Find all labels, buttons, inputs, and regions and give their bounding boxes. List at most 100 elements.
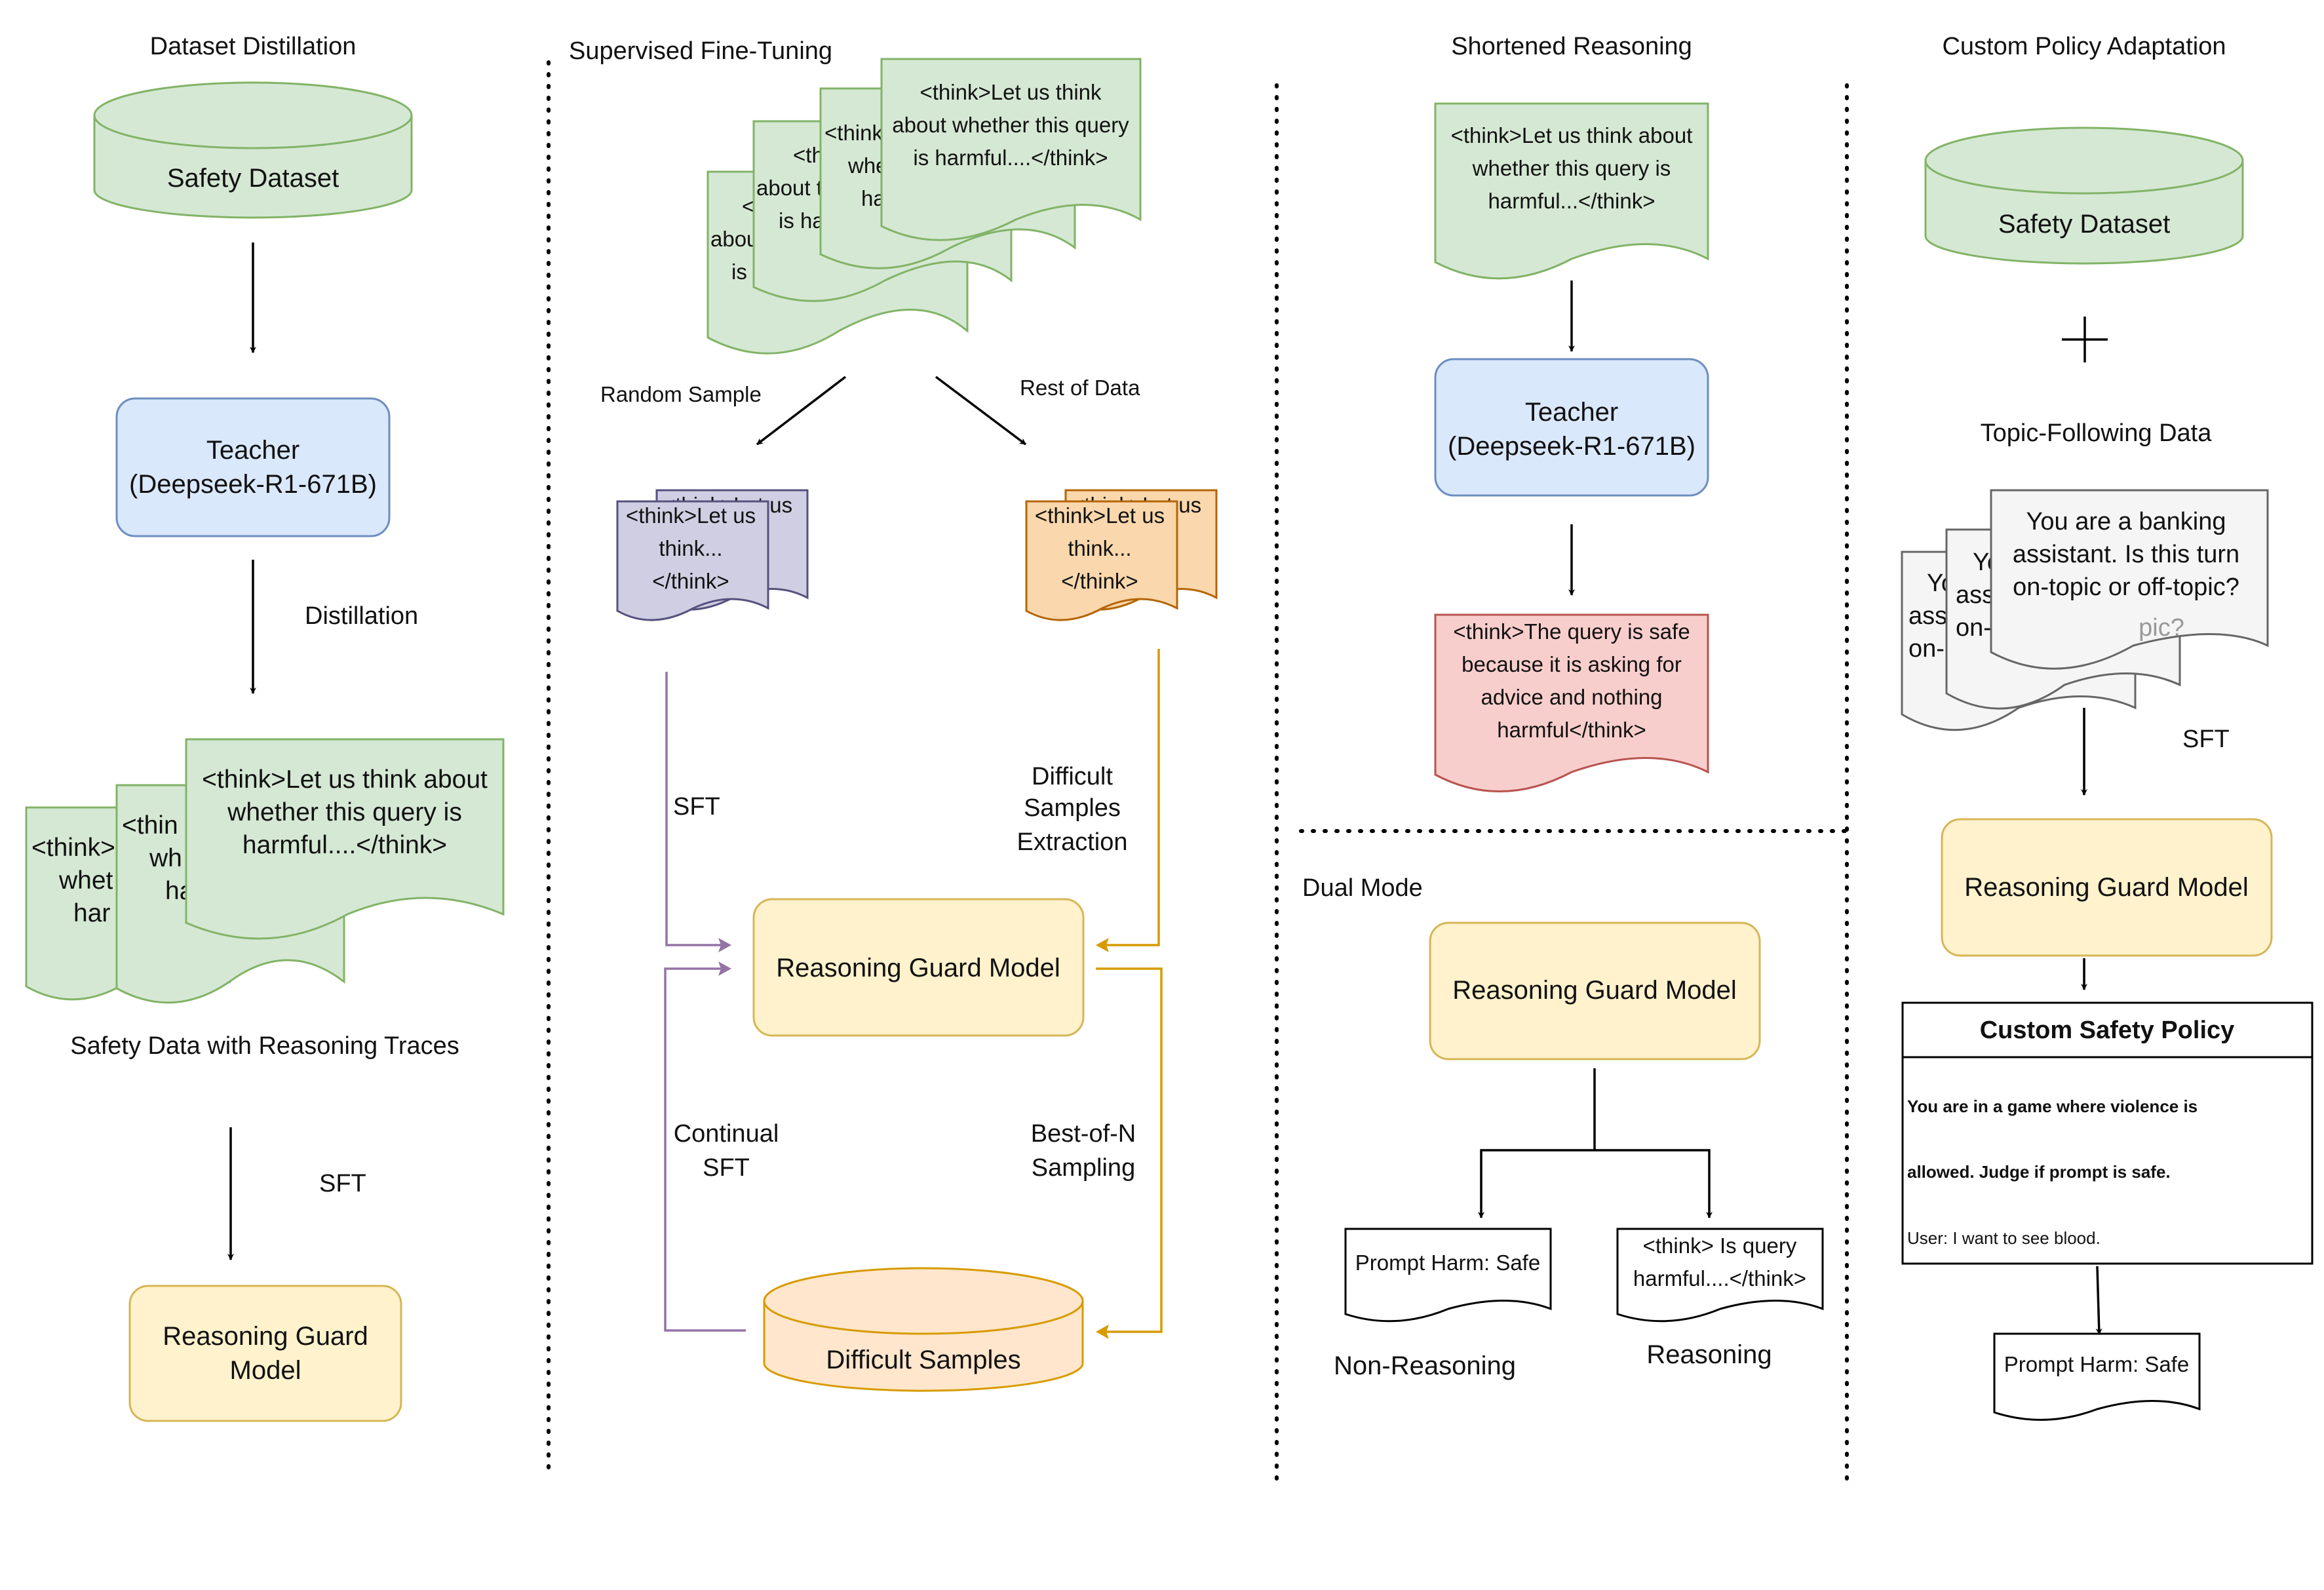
- purple-docs: <think>Let us <think>Let us think... </t…: [616, 489, 809, 621]
- safety-dataset-cylinder-custom: Safety Dataset: [1924, 126, 2244, 265]
- shortened-doc: <think>Let us think about whether this q…: [1434, 102, 1709, 280]
- svg-text:Teacher: Teacher: [206, 436, 300, 465]
- arrow-sft-purple: [665, 672, 727, 946]
- reasoning-guard-box-dual: Reasoning Guard Model: [1429, 921, 1761, 1060]
- svg-text:(Deepseek-R1-671B): (Deepseek-R1-671B): [129, 470, 377, 499]
- arrow-best-of-n: [1096, 967, 1163, 1333]
- column-sft: Supervised Fine-Tuning < abou is <thi ab…: [569, 37, 1218, 1392]
- arrow-policy-output: [2095, 1266, 2102, 1335]
- column-distillation: Dataset Distillation Safety Dataset Teac…: [25, 33, 505, 1422]
- svg-text:assistant. Is this turn: assistant. Is this turn: [2013, 541, 2239, 568]
- svg-text:Model: Model: [230, 1356, 301, 1385]
- orange-docs: <think>Let us <think>Let us think... </t…: [1025, 489, 1218, 621]
- sft-label-custom: SFT: [2182, 726, 2230, 753]
- arrow-continual-sft: [664, 967, 746, 1332]
- teacher-box: Teacher (Deepseek-R1-671B): [115, 397, 391, 537]
- topic-docs: Yo ass on- Yo ass on-t You are a banking…: [1901, 489, 2269, 731]
- svg-text:Safety Dataset: Safety Dataset: [167, 164, 339, 193]
- sft-label: SFT: [673, 793, 720, 821]
- svg-text:harmful</think>: harmful</think>: [1497, 718, 1646, 742]
- custom-safety-policy-box: Custom Safety Policy You are in a game w…: [1901, 1001, 2314, 1265]
- svg-text:harmful....</think>: harmful....</think>: [1633, 1266, 1806, 1290]
- reasoning-traces-docs: <think> whet har <thin wh ha <think>Let …: [25, 738, 505, 1004]
- svg-text:You are a banking: You are a banking: [2026, 508, 2226, 535]
- arrow-reasoning: [1595, 1149, 1713, 1218]
- title-custom: Custom Policy Adaptation: [1942, 33, 2226, 60]
- svg-text:<thin: <thin: [122, 811, 178, 840]
- best-of-n-label-2: Sampling: [1032, 1154, 1135, 1182]
- svg-text:Difficult Samples: Difficult Samples: [826, 1346, 1020, 1374]
- svg-text:Safety Dataset: Safety Dataset: [1998, 210, 2170, 239]
- arrow-difficult-extraction: [1101, 649, 1160, 946]
- svg-text:ass: ass: [1908, 602, 1947, 630]
- svg-text:whether this query is: whether this query is: [1472, 156, 1671, 180]
- topic-following-label: Topic-Following Data: [1981, 419, 2213, 447]
- svg-text:on-topic or off-topic?: on-topic or off-topic?: [2013, 573, 2239, 601]
- arrow-non-reasoning: [1478, 1149, 1595, 1218]
- best-of-n-label: Best-of-N: [1031, 1120, 1136, 1148]
- sft-label-distillation: SFT: [319, 1170, 366, 1197]
- svg-text:whether this query is: whether this query is: [227, 798, 462, 826]
- safety-dataset-cylinder: Safety Dataset: [93, 81, 413, 219]
- svg-text:harmful....</think>: harmful....</think>: [242, 831, 447, 859]
- plus-icon: [2062, 317, 2108, 362]
- svg-text:think...: think...: [1068, 536, 1131, 560]
- svg-text:User: I want to see blood.: User: I want to see blood.: [1907, 1228, 2101, 1248]
- non-reasoning-label: Non-Reasoning: [1334, 1351, 1516, 1380]
- svg-text:<think>Let us think about: <think>Let us think about: [202, 766, 488, 794]
- svg-text:Custom Safety Policy: Custom Safety Policy: [1980, 1017, 2235, 1044]
- title-sft: Supervised Fine-Tuning: [569, 37, 832, 65]
- reasoning-doc: <think> Is query harmful....</think>: [1616, 1228, 1824, 1323]
- random-sample-label: Random Sample: [600, 382, 762, 406]
- svg-text:is harmful....</think>: is harmful....</think>: [913, 145, 1108, 170]
- svg-text:You are in a game where violen: You are in a game where violence is: [1907, 1096, 2198, 1116]
- svg-text:(Deepseek-R1-671B): (Deepseek-R1-671B): [1448, 432, 1695, 461]
- svg-text:Reasoning Guard: Reasoning Guard: [163, 1322, 368, 1351]
- svg-text:Teacher: Teacher: [1525, 398, 1618, 427]
- svg-text:is: is: [731, 260, 747, 284]
- svg-text:<think>Let us: <think>Let us: [1035, 503, 1165, 528]
- sft-stacked-docs: < abou is <thi about t is ha <think whe …: [707, 58, 1142, 355]
- svg-text:allowed. Judge if prompt is sa: allowed. Judge if prompt is safe.: [1907, 1162, 2171, 1182]
- column-dual: Dual Mode Reasoning Guard Model Prompt H…: [1302, 874, 1824, 1380]
- column-shortened: Shortened Reasoning <think>Let us think …: [1434, 33, 1709, 792]
- title-shortened: Shortened Reasoning: [1451, 33, 1692, 60]
- reasoning-guard-box-distillation: Reasoning Guard Model: [128, 1285, 402, 1422]
- svg-text:Reasoning Guard Model: Reasoning Guard Model: [776, 954, 1060, 982]
- svg-text:</think>: </think>: [652, 569, 729, 593]
- svg-text:<think>The query is safe: <think>The query is safe: [1453, 619, 1690, 644]
- difficult-samples-cylinder: Difficult Samples: [763, 1267, 1084, 1392]
- svg-text:harmful...</think>: harmful...</think>: [1488, 189, 1656, 213]
- difficult-extraction-label-2: Samples: [1024, 794, 1121, 822]
- continual-sft-label-2: SFT: [703, 1154, 750, 1182]
- arrow-random-sample: [756, 376, 847, 446]
- teacher-box-shortened: Teacher (Deepseek-R1-671B): [1434, 358, 1709, 497]
- svg-text:advice and nothing: advice and nothing: [1481, 685, 1662, 709]
- reasoning-guard-box-custom: Reasoning Guard Model: [1941, 818, 2273, 957]
- svg-text:<think>Let us think about: <think>Let us think about: [1451, 123, 1693, 147]
- svg-text:<: <: [742, 194, 754, 218]
- reasoning-label: Reasoning: [1646, 1340, 1772, 1369]
- svg-text:Prompt Harm: Safe: Prompt Harm: Safe: [1355, 1251, 1540, 1275]
- shortened-output-doc: <think>The query is safe because it is a…: [1434, 613, 1709, 792]
- svg-text:about t: about t: [756, 176, 823, 200]
- title-dual: Dual Mode: [1302, 874, 1423, 902]
- svg-text:<think: <think: [824, 121, 883, 145]
- continual-sft-label: Continual: [674, 1120, 779, 1148]
- title-distillation: Dataset Distillation: [150, 33, 357, 60]
- custom-output-doc: Prompt Harm: Safe: [1993, 1332, 2201, 1421]
- traces-label: Safety Data with Reasoning Traces: [70, 1032, 459, 1060]
- svg-text:<think>Let us: <think>Let us: [626, 503, 756, 528]
- svg-text:think...: think...: [659, 536, 722, 560]
- svg-text:</think>: </think>: [1061, 569, 1138, 593]
- svg-text:pic?: pic?: [2139, 614, 2184, 642]
- svg-text:abou: abou: [710, 227, 758, 251]
- arrow-rest-of-data: [935, 376, 1027, 446]
- svg-text:whet: whet: [58, 866, 113, 895]
- distillation-label: Distillation: [305, 602, 418, 630]
- non-reasoning-doc: Prompt Harm: Safe: [1344, 1228, 1552, 1323]
- svg-text:wh: wh: [149, 844, 182, 872]
- svg-text:har: har: [73, 899, 110, 927]
- svg-text:Prompt Harm: Safe: Prompt Harm: Safe: [2004, 1352, 2189, 1376]
